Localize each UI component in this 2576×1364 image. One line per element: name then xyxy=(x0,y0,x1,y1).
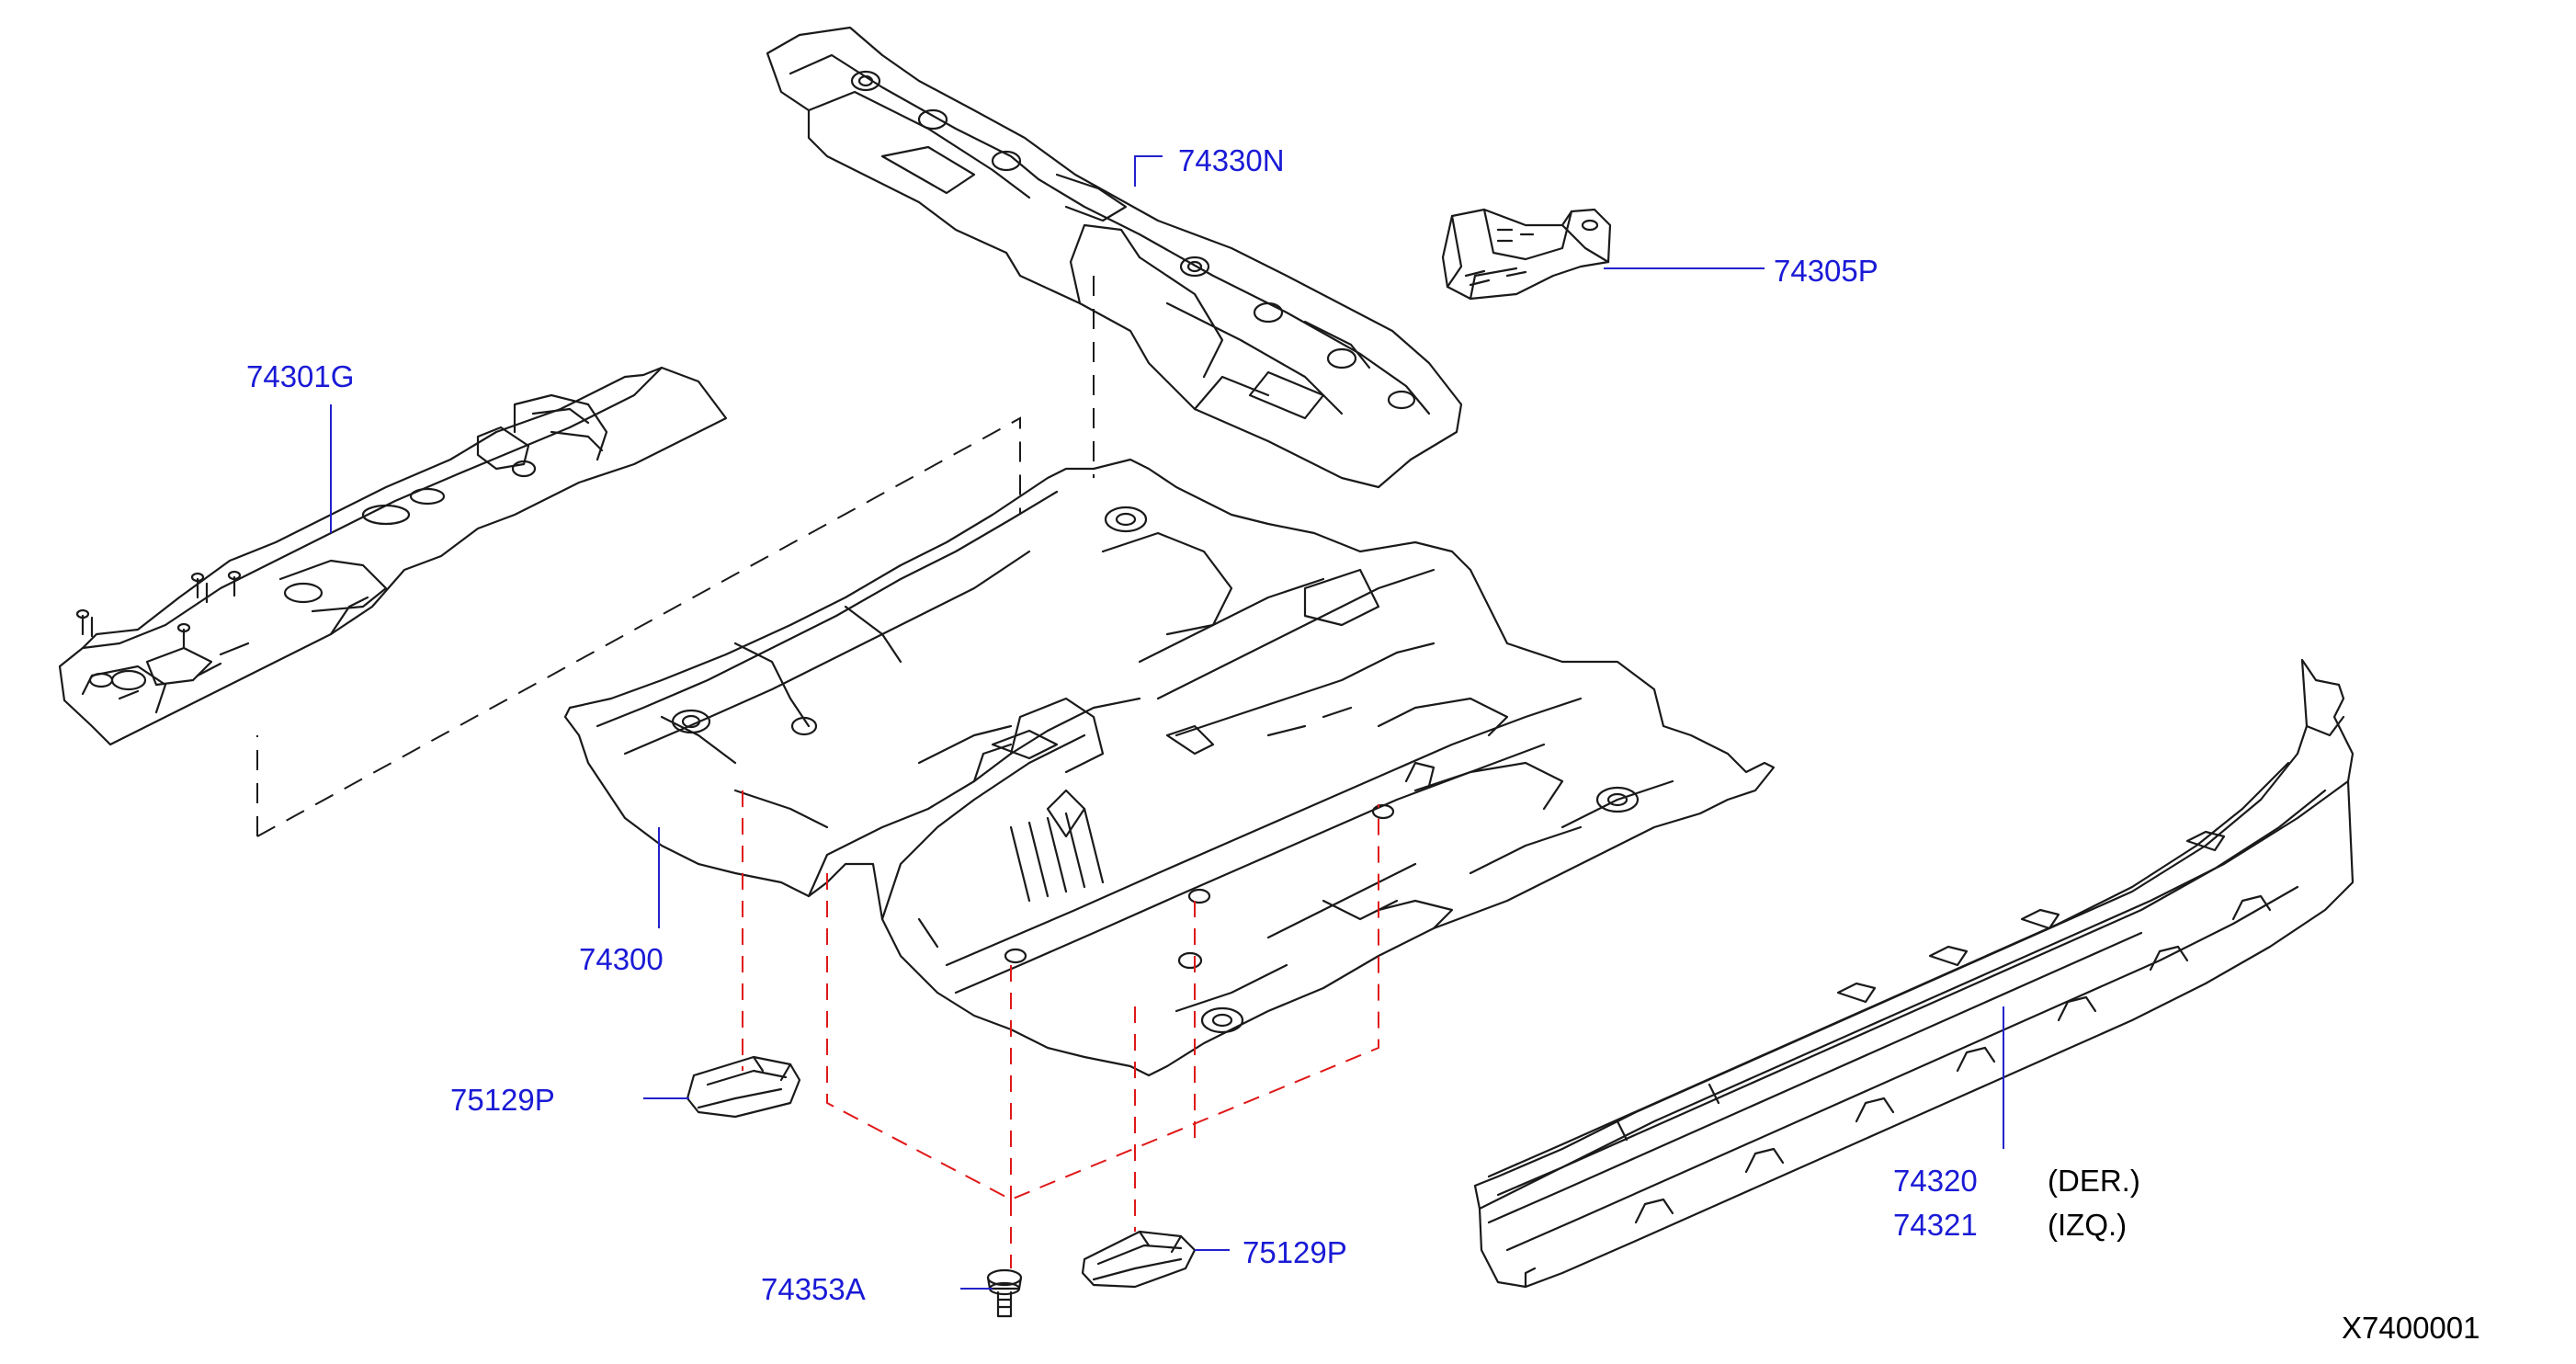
fastener-dash-lines xyxy=(742,790,1379,1268)
patch-75129p-right xyxy=(1081,1230,1197,1289)
label-74320: 74320 xyxy=(1893,1164,1978,1198)
bracket-74305p xyxy=(1441,208,1612,301)
leader-lines xyxy=(330,155,2004,1290)
label-75129p-right: 75129P xyxy=(1243,1235,1347,1269)
bolt-74353a xyxy=(986,1268,1023,1318)
label-74300: 74300 xyxy=(579,942,664,976)
assembly-dash-lines xyxy=(256,276,1095,837)
label-74321: 74321 xyxy=(1893,1208,1978,1242)
drawing-code: X7400001 xyxy=(2342,1311,2480,1345)
label-74305p: 74305P xyxy=(1774,254,1878,288)
side-sill-74320-74321 xyxy=(1473,658,2355,1289)
floor-panel-74300 xyxy=(563,458,1776,1077)
label-75129p-left: 75129P xyxy=(450,1083,555,1117)
note-izq: (IZQ.) xyxy=(2048,1208,2128,1242)
label-74330n: 74330N xyxy=(1178,143,1285,177)
label-74353a: 74353A xyxy=(761,1272,866,1306)
crossmember-74330n xyxy=(766,26,1463,489)
crossmember-74301g xyxy=(58,366,728,746)
label-74301g: 74301G xyxy=(246,359,355,393)
patch-75129p-left xyxy=(686,1055,801,1119)
note-der: (DER.) xyxy=(2048,1164,2140,1198)
